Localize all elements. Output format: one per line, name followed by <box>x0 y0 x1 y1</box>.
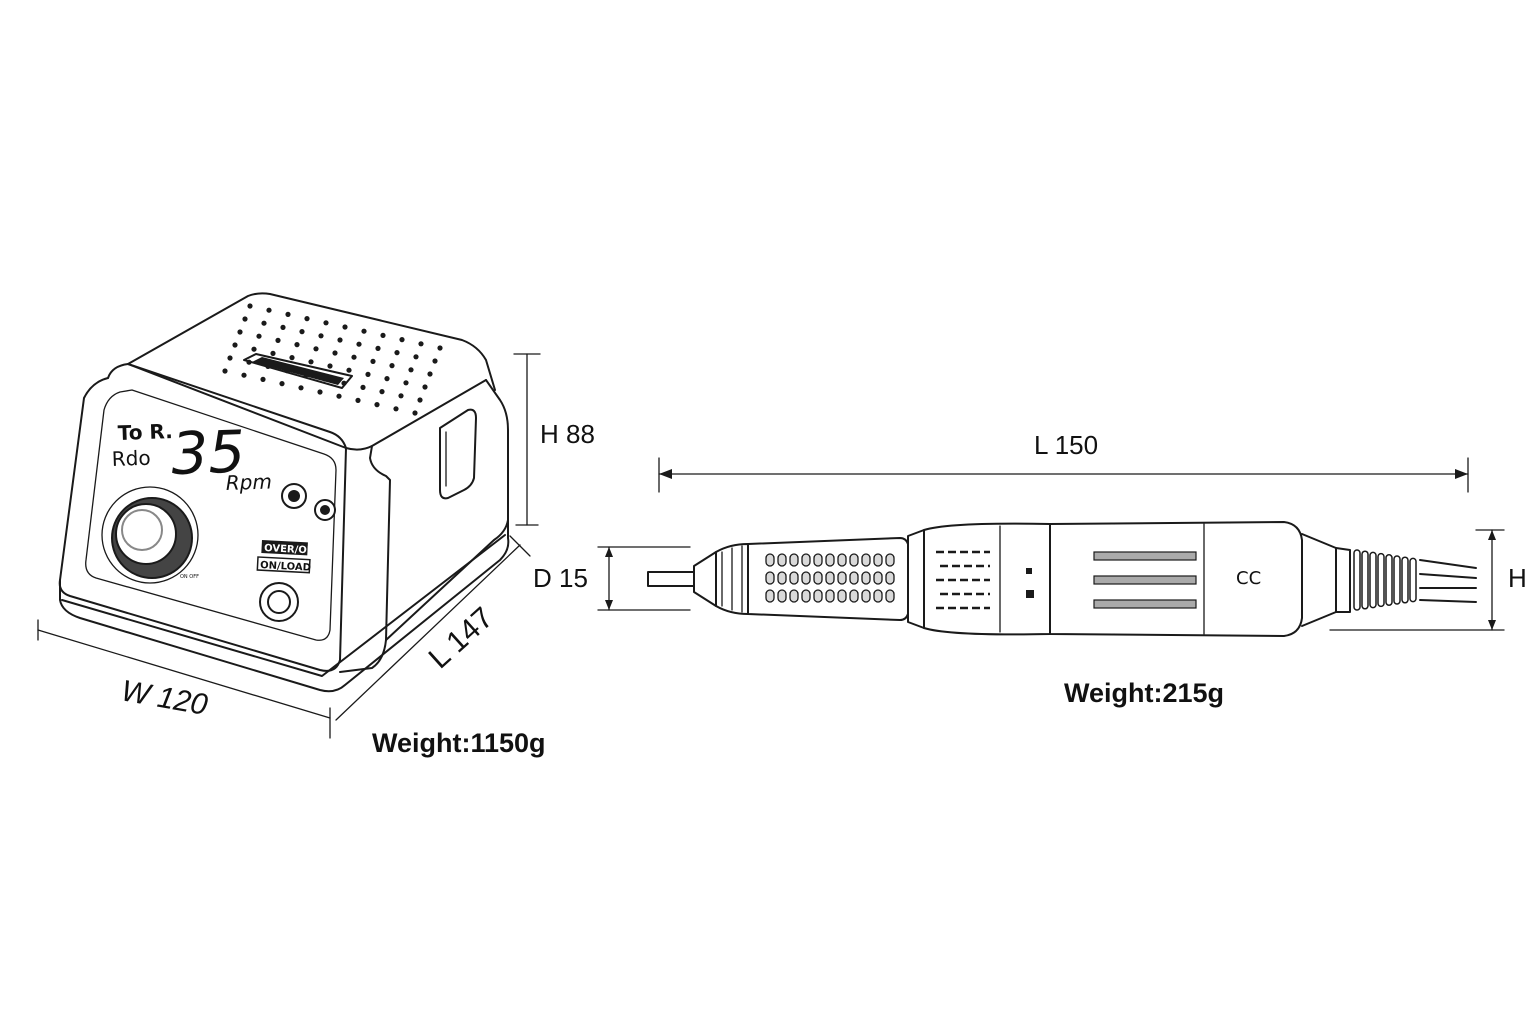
handpiece-weight-label: Weight:215g <box>1064 678 1224 708</box>
handpiece-diameter-label: D 15 <box>533 563 588 593</box>
box-weight-label: Weight:1150g <box>372 728 546 758</box>
box-length-dimension: L 147 <box>335 535 531 721</box>
handpiece-length-dimension: L 150 <box>658 430 1469 493</box>
box-height-label: H 88 <box>540 419 595 449</box>
handpiece-diameter-dimension: D 15 <box>533 546 691 611</box>
vent-holes-icon <box>222 303 443 416</box>
box-height-dimension: H 88 <box>513 353 595 526</box>
speed-knob-icon: ON OFF <box>101 486 199 584</box>
control-box-drawing: To R. Rdo 35 Rpm ON OFF OVER/OFF ON/LOAD <box>58 292 510 693</box>
handpiece-mark: CC <box>1236 568 1261 589</box>
switch-label-bottom: ON/LOAD <box>260 560 311 574</box>
handpiece-drawing: CC <box>647 521 1477 637</box>
handpiece-height-label: H <box>1508 563 1527 593</box>
bur-shank-icon <box>647 571 695 587</box>
display-line-1: To R. <box>117 419 173 445</box>
knob-label: ON OFF <box>180 574 199 580</box>
grip-ribs-icon <box>765 553 895 603</box>
handpiece-height-dimension: H <box>1329 529 1527 631</box>
cable-strain-relief-icon <box>1335 547 1477 613</box>
switch-label-top: OVER/OFF <box>264 543 321 557</box>
indicator-lights-icon <box>281 483 336 521</box>
display-speed-value: 35 <box>170 417 246 488</box>
box-width-label: W 120 <box>119 674 210 722</box>
display-line-2: Rdo <box>111 446 151 471</box>
handpiece-length-label: L 150 <box>1034 430 1098 460</box>
power-socket-icon <box>259 582 299 622</box>
display-speed-unit: Rpm <box>225 469 272 495</box>
